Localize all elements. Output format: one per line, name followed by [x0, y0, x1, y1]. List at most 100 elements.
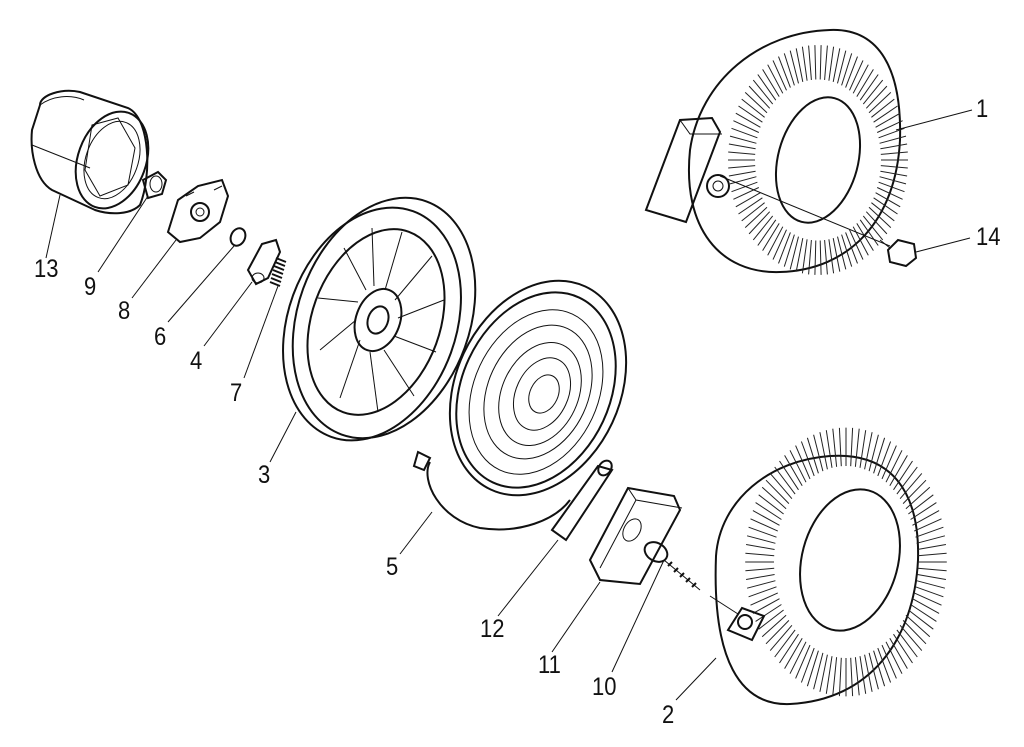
cooling-fin — [868, 434, 879, 472]
leader-lines — [45, 109, 973, 701]
cooling-fin — [744, 206, 768, 228]
cooling-fin — [893, 633, 913, 664]
cooling-fin — [769, 473, 793, 500]
cooling-fin — [873, 197, 898, 215]
callout-6: 6 — [154, 322, 167, 351]
cooling-fin — [755, 604, 782, 622]
cooling-fin — [748, 85, 771, 109]
cooling-fin — [841, 234, 853, 267]
cooling-fin — [876, 120, 903, 133]
leader-5 — [399, 511, 433, 555]
cooling-fin — [731, 181, 758, 193]
cooling-fin — [916, 535, 946, 544]
cooling-fin — [915, 526, 944, 538]
callout-2: 2 — [662, 700, 675, 729]
cooling-fin — [746, 544, 775, 550]
cooling-fin — [728, 151, 756, 155]
cooling-fin — [899, 624, 923, 651]
cooling-fin — [748, 211, 771, 235]
cooling-fin — [913, 592, 942, 606]
cooling-fin — [746, 580, 776, 589]
cooling-fin — [856, 223, 874, 251]
cooling-fin — [880, 170, 908, 177]
cooling-fin — [813, 652, 824, 690]
cooling-fin — [789, 641, 807, 674]
cooling-fin — [910, 502, 937, 520]
cooling-fin — [784, 637, 803, 669]
cooling-fin — [767, 64, 784, 94]
callout-11: 11 — [538, 650, 561, 679]
cooling-fin — [774, 466, 796, 495]
cooling-fin — [845, 232, 858, 264]
cooling-fin — [728, 143, 756, 150]
cooling-fin — [795, 238, 804, 272]
cooling-fin — [837, 50, 847, 84]
callout-14: 14 — [976, 222, 1001, 251]
cooling-fin — [783, 234, 795, 267]
cooling-fin — [779, 633, 799, 664]
cooling-fin — [795, 644, 811, 679]
cooling-fin — [748, 586, 777, 598]
cooling-fin — [778, 232, 791, 264]
leader-14-axis — [719, 175, 891, 247]
cooling-fin — [800, 441, 815, 477]
cooling-fin — [762, 69, 780, 97]
callout-12: 12 — [480, 614, 505, 643]
cooling-fin — [772, 60, 787, 91]
cooling-fin — [762, 223, 780, 251]
cooling-fin — [744, 92, 768, 114]
cooling-fin — [728, 170, 756, 177]
cooling-fin — [865, 85, 888, 109]
cooling-fin — [865, 211, 888, 235]
cooling-fin — [731, 127, 758, 139]
cooling-fin — [774, 629, 796, 658]
cooling-fin — [889, 455, 908, 487]
cooling-fin — [806, 437, 819, 474]
cooling-fin — [819, 654, 828, 692]
leader-8 — [131, 239, 177, 299]
cooling-fin — [745, 552, 775, 557]
part-12-grip — [550, 459, 614, 542]
leader-13 — [45, 194, 61, 259]
callout-10: 10 — [592, 672, 617, 701]
cooling-fin — [814, 45, 817, 80]
cooling-fin — [789, 50, 799, 84]
part-7-spring — [269, 257, 287, 287]
cooling-fin — [761, 614, 787, 638]
cooling-fin — [902, 479, 927, 504]
cooling-fin — [824, 240, 828, 275]
cooling-fin — [837, 236, 847, 270]
cooling-fin — [765, 479, 790, 504]
cooling-fin — [757, 219, 777, 246]
cooling-fin — [859, 219, 879, 246]
cooling-fin — [746, 535, 776, 544]
cooling-fin — [806, 650, 819, 687]
part-13-collar — [30, 89, 150, 215]
cooling-fin — [878, 181, 905, 193]
cooling-fin — [850, 427, 854, 467]
leader-14 — [915, 237, 971, 253]
cooling-fin — [868, 652, 879, 690]
cooling-fin — [825, 430, 833, 468]
cooling-fin — [828, 239, 835, 274]
cooling-fin — [915, 586, 944, 598]
cooling-fin — [868, 206, 892, 228]
cooling-fin — [868, 92, 892, 114]
leader-3 — [269, 411, 297, 463]
part-9-stud — [141, 170, 168, 200]
cooling-fin — [885, 641, 903, 674]
callout-4: 4 — [190, 346, 203, 375]
part-1-cover-upper — [644, 28, 908, 275]
cooling-fin — [859, 656, 867, 694]
cooling-fin — [733, 120, 760, 133]
part-5-spiral-spring — [412, 279, 628, 531]
cooling-fin — [784, 455, 803, 487]
cooling-fin — [859, 430, 867, 468]
callout-5: 5 — [386, 552, 399, 581]
part-8-ratchet-plate — [166, 178, 230, 244]
cooling-fin — [789, 236, 799, 270]
cooling-fin — [755, 502, 782, 520]
cooling-fin — [862, 79, 884, 105]
cooling-fin — [880, 143, 908, 150]
